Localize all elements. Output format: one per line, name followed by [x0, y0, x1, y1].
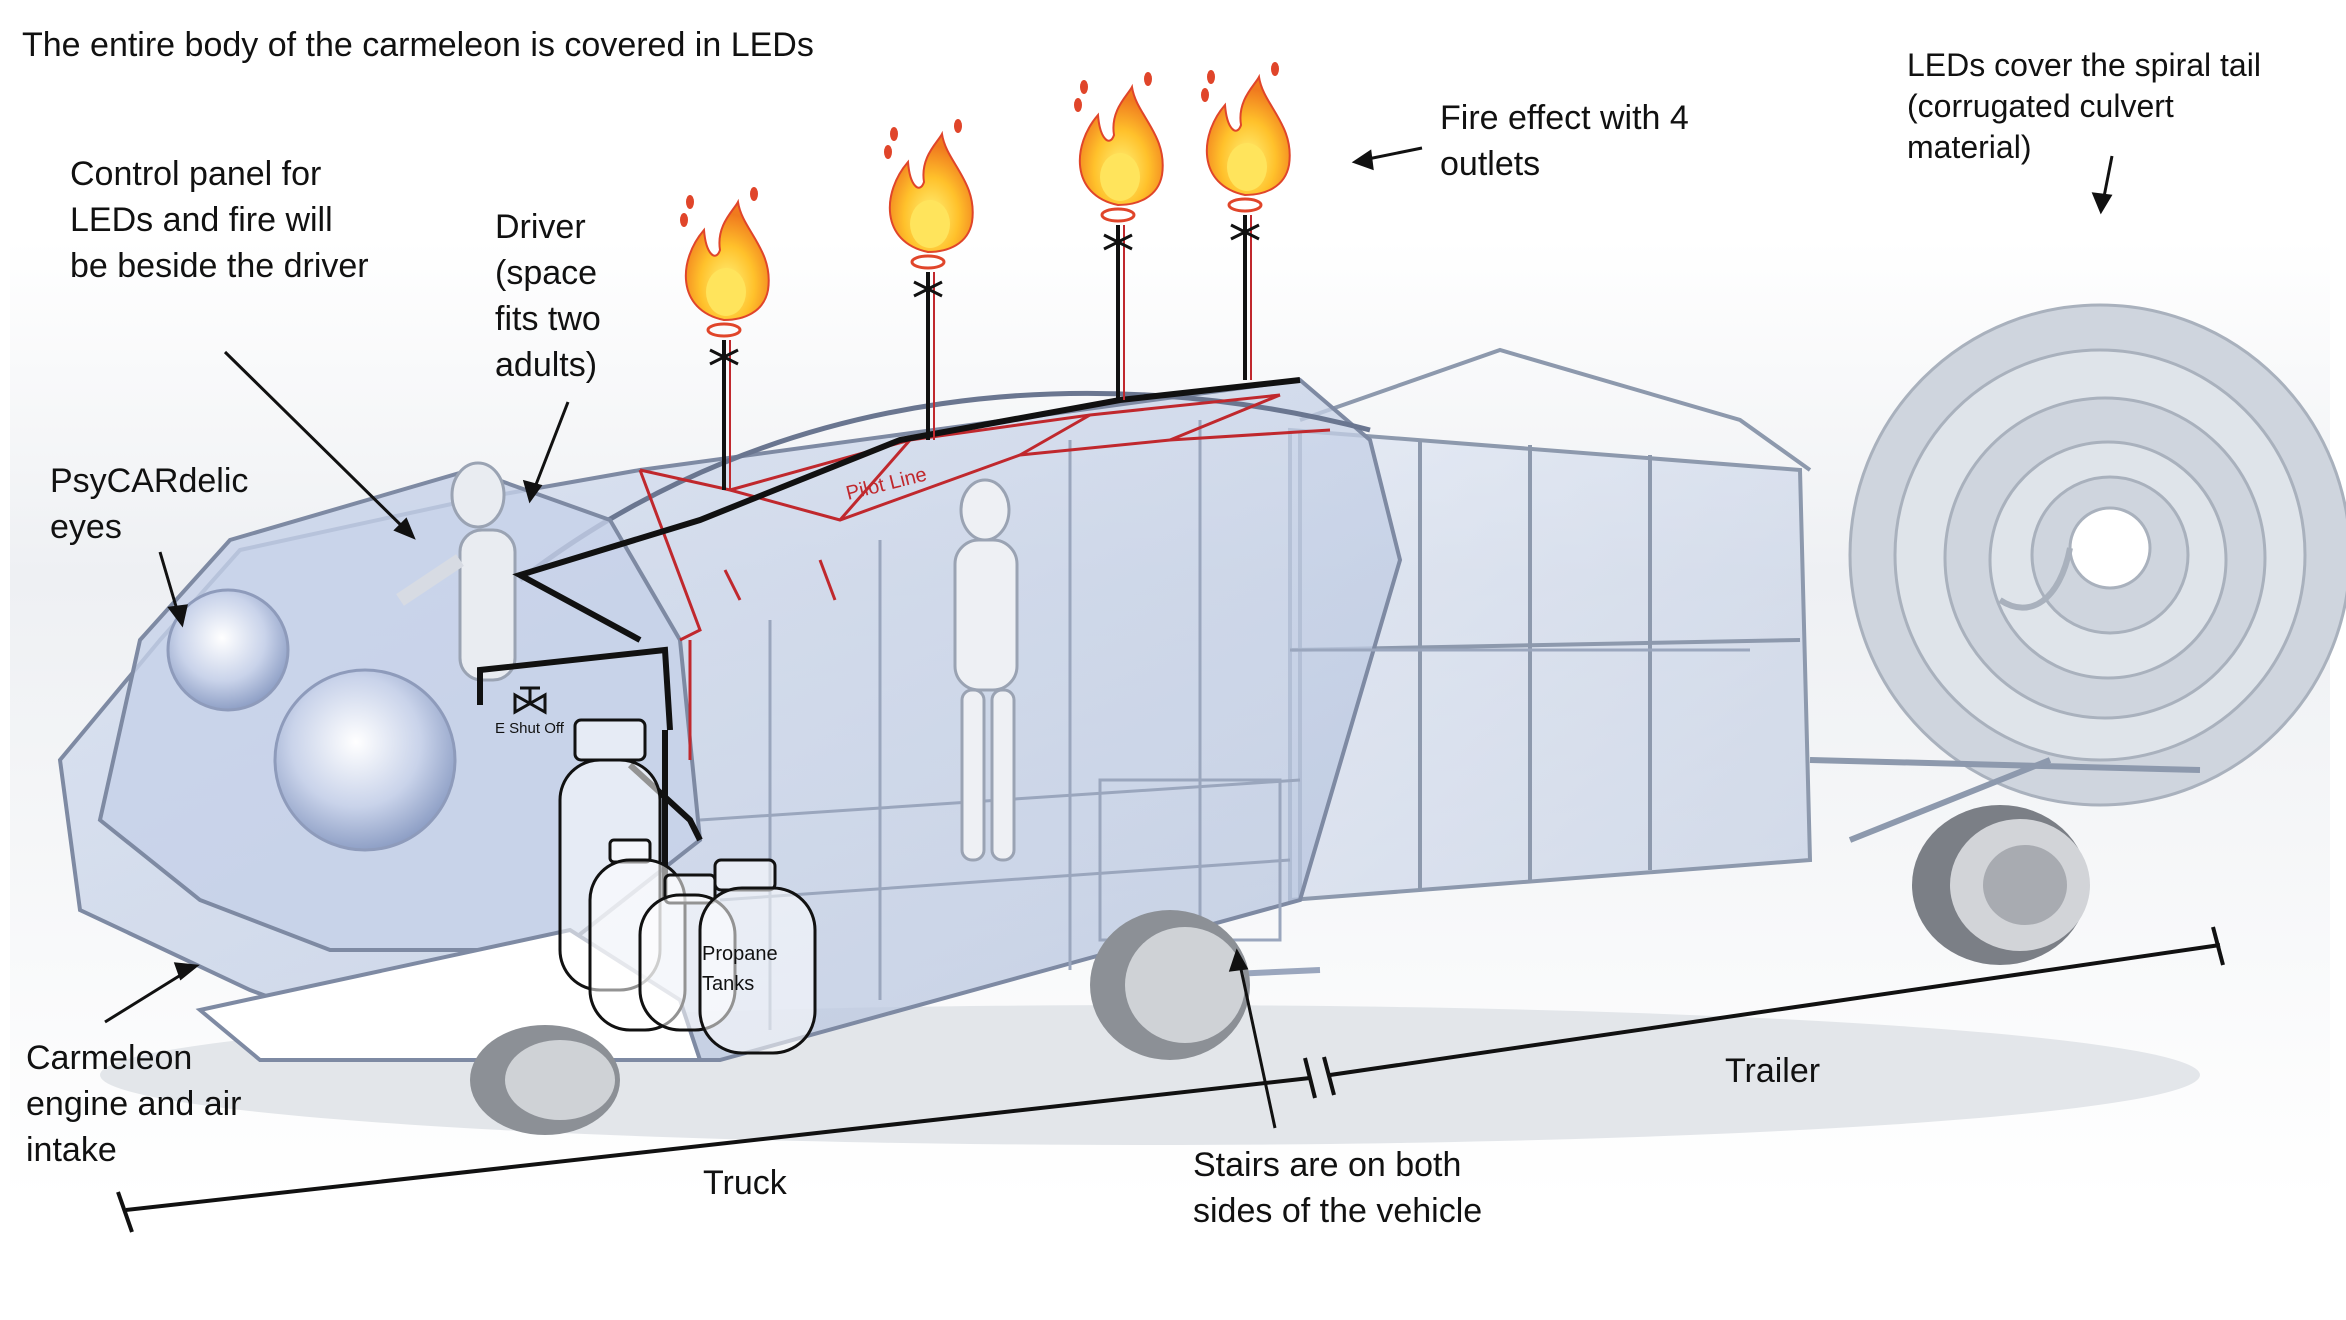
- arrowhead-driver: [522, 479, 543, 504]
- burner-ring: [1100, 207, 1136, 223]
- burner-ring: [706, 322, 742, 338]
- flame-core: [1100, 153, 1140, 201]
- engine-label: Carmeleon engine and air intake: [26, 1039, 242, 1169]
- rear-wheel-icon: [1090, 910, 1250, 1060]
- outlet-valve-icon: [1230, 223, 1260, 241]
- spark-2: [1144, 72, 1152, 86]
- fire-label: Fire effect with 4 outlets: [1440, 99, 1689, 183]
- driver-label: Driver (space fits two adults): [495, 208, 601, 384]
- arrowhead-engine: [173, 962, 200, 981]
- shutoff-valve-icon: [513, 686, 547, 715]
- outlet-valve-icon: [913, 280, 943, 298]
- fire-outlet-3: [1074, 72, 1164, 400]
- passenger-figure: [953, 478, 1019, 862]
- arrowhead-tail: [2091, 192, 2113, 215]
- pilot-line: [638, 393, 1331, 760]
- truck-label: Truck: [703, 1164, 787, 1202]
- tail-label: LEDs cover the spiral tail (corrugated c…: [1907, 47, 2261, 165]
- fire-outlets: [680, 62, 1291, 490]
- front-wheel-icon: [470, 1025, 620, 1135]
- eye-right-icon: [273, 668, 457, 852]
- spark-1: [1207, 70, 1215, 84]
- trailer-dimension-bar: [1322, 926, 2225, 1096]
- control-panel-label: Control panel for LEDs and fire will be …: [70, 155, 369, 285]
- arrow-engine: [104, 966, 193, 1024]
- flame-core: [706, 268, 746, 316]
- propane-label-line2: Tanks: [702, 973, 754, 995]
- flame-core: [910, 200, 950, 248]
- outlet-valve-icon: [709, 348, 739, 366]
- truck-dimension-bar: [116, 1057, 1317, 1233]
- spark-3: [1074, 98, 1082, 112]
- spark-3: [884, 145, 892, 159]
- spark-2: [750, 187, 758, 201]
- arrowhead-control-panel: [393, 517, 416, 540]
- trailer-wheel-icon: [1912, 805, 2090, 965]
- spark-2: [954, 119, 962, 133]
- propane-label-line1: Propane: [702, 943, 778, 965]
- top-note-label: The entire body of the carmeleon is cove…: [22, 26, 814, 64]
- propane-tank-icon: [558, 718, 817, 1055]
- eyes-label: PsyCARdelic eyes: [50, 462, 249, 546]
- arrowhead-fire: [1351, 149, 1374, 171]
- arrowhead-stairs: [1228, 948, 1249, 972]
- arrow-control-panel: [223, 350, 415, 539]
- arrow-stairs: [1236, 954, 1277, 1129]
- eye-left-icon: [166, 588, 290, 712]
- fire-outlet-4: [1201, 62, 1291, 380]
- burner-ring: [1227, 197, 1263, 213]
- spark-2: [1271, 62, 1279, 76]
- driver-figure: [396, 461, 517, 682]
- fire-outlet-2: [884, 119, 974, 440]
- flame-core: [1227, 143, 1267, 191]
- burner-ring: [910, 254, 946, 270]
- stairs-label: Stairs are on both sides of the vehicle: [1193, 1146, 1483, 1230]
- outlet-valve-icon: [1103, 233, 1133, 251]
- spark-1: [1080, 80, 1088, 94]
- trailer-label: Trailer: [1725, 1052, 1821, 1090]
- spark-1: [890, 127, 898, 141]
- spark-3: [1201, 88, 1209, 102]
- fire-outlet-1: [680, 187, 770, 490]
- spiral-tail: [1848, 303, 2346, 807]
- spark-3: [680, 213, 688, 227]
- shutoff-label: E Shut Off: [495, 720, 565, 737]
- arrowhead-eyes: [167, 604, 188, 628]
- annotation-arrows: [104, 146, 2114, 1129]
- spark-1: [686, 195, 694, 209]
